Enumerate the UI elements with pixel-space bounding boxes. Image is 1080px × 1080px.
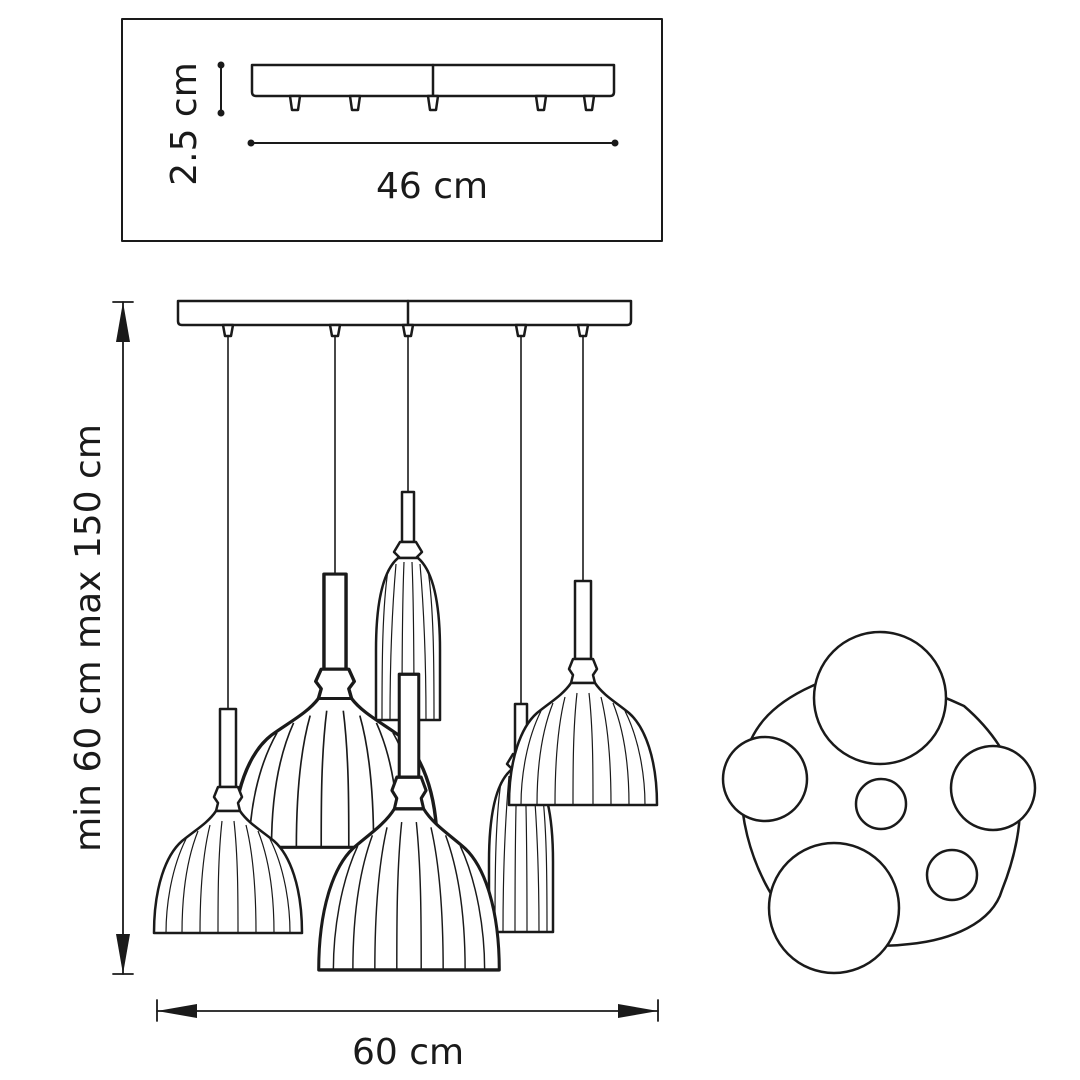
top-view-shade-4	[854, 777, 908, 831]
drop-height-dimension: min 60 cm max 150 cm	[68, 301, 134, 975]
pendant-top-view	[721, 630, 1037, 975]
top-view-shade-5	[925, 848, 979, 902]
top-view-shade-3	[949, 744, 1037, 832]
drop-range-label: min 60 cm max 150 cm	[68, 424, 109, 852]
pendant-front-view	[152, 299, 659, 972]
canopy-length-label: 46 cm	[376, 166, 488, 207]
top-view-shade-2	[721, 735, 809, 823]
overall-width-label: 60 cm	[352, 1032, 464, 1073]
canopy-detail-box: 2.5 cm 46 cm	[121, 18, 663, 242]
top-view-shade-1	[812, 630, 948, 766]
canopy-side-view	[250, 63, 616, 112]
shade-right-dome	[507, 579, 659, 807]
canopy-height-label: 2.5 cm	[164, 62, 205, 186]
overall-width-dimension: 60 cm	[156, 999, 659, 1073]
suspension-cables	[227, 336, 584, 725]
canopy-length-dimension: 46 cm	[247, 139, 619, 207]
ceiling-canopy	[176, 299, 633, 338]
top-view-shade-6	[767, 841, 901, 975]
canopy-height-dimension: 2.5 cm	[164, 61, 225, 186]
